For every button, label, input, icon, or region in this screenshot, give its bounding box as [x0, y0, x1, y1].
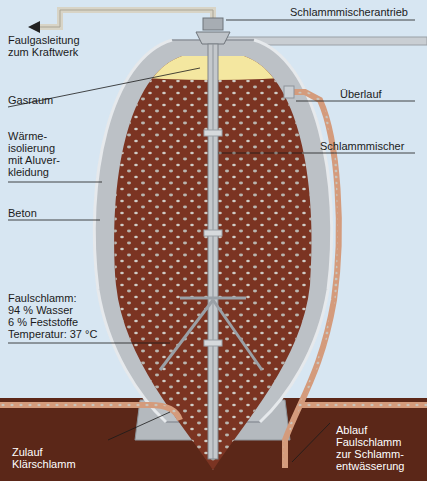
part-name: Ablauf Faulschlamm zur Schlamm- entwässe… — [336, 424, 416, 472]
part-name: Faulgasleitung zum Kraftwerk — [8, 34, 103, 58]
sludge-data: 94 % Wasser — [8, 304, 73, 316]
outlet-pipe — [300, 402, 427, 408]
sludge-data: 6 % Feststoffe — [8, 316, 78, 328]
part-name: Gasraum — [8, 94, 53, 106]
arrow-head — [28, 21, 40, 33]
overflow — [284, 86, 294, 98]
leader-lines — [8, 20, 415, 462]
part-name: Schlammmischerantrieb — [290, 6, 408, 18]
mixer-drive — [203, 18, 223, 30]
sludge-mixer — [208, 44, 218, 459]
sludge-data: Temperatur: 37 °C — [8, 328, 97, 340]
part-name: Zulauf Klärschlamm — [12, 446, 78, 470]
gas-pipe — [36, 10, 213, 27]
sludge-data: Faulschlamm: — [8, 292, 76, 304]
outlet-pipe — [300, 404, 427, 407]
part-name: Schlammmischer — [320, 140, 404, 152]
inlet-pipe — [0, 405, 180, 420]
gas-pipe — [36, 10, 213, 27]
part-name: Beton — [8, 207, 37, 219]
inlet-pipe — [0, 405, 180, 420]
part-name: Überlauf — [340, 88, 382, 100]
mixer-stand — [160, 130, 262, 370]
mixer-drive — [196, 32, 230, 44]
part-name: Wärme- isolierung mit Aluver- kleidung — [8, 130, 72, 178]
mixer-shaft — [213, 44, 214, 459]
